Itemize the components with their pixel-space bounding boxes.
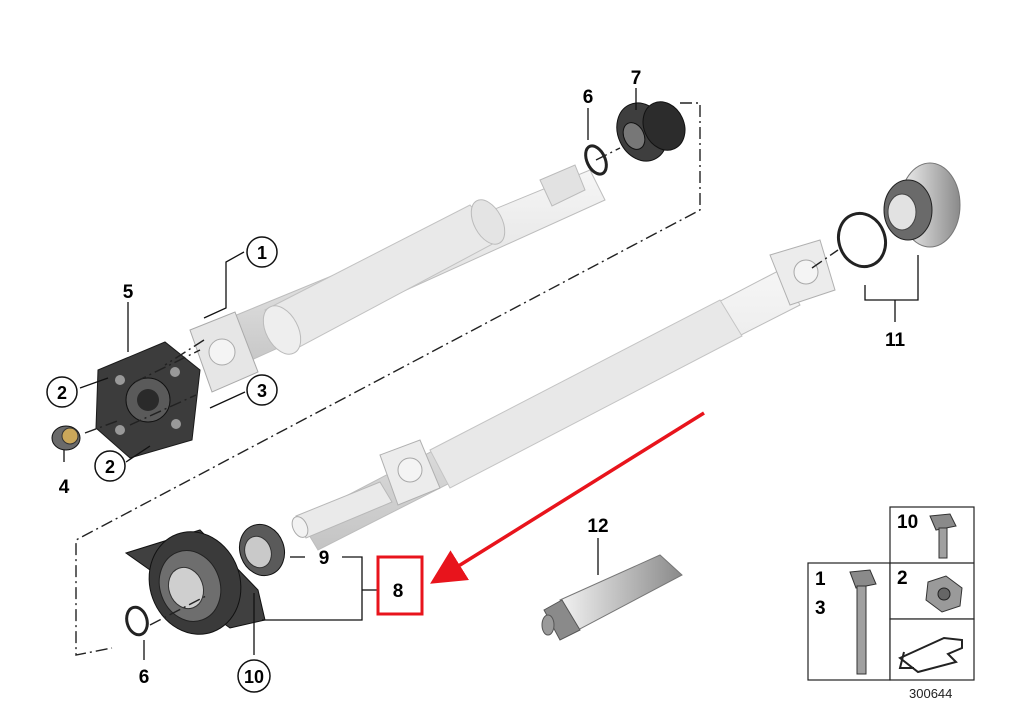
callout-10: 10	[237, 659, 271, 693]
direction-arrow-icon	[898, 636, 963, 674]
svg-text:2: 2	[57, 383, 67, 403]
nut-icon	[925, 575, 963, 613]
legend-table: 10 1 3 2 300644	[807, 506, 975, 701]
callout-12: 12	[587, 516, 608, 537]
needle-bearing	[238, 523, 286, 577]
legend-item-1: 1	[815, 569, 826, 590]
legend-item-2: 2	[897, 568, 908, 589]
callout-6-lower: 6	[139, 667, 150, 688]
reference-number: 300644	[909, 686, 952, 701]
callout-7: 7	[631, 68, 642, 89]
callout-11: 11	[885, 330, 906, 351]
o-ring	[836, 211, 888, 269]
callout-2-upper: 2	[46, 376, 78, 408]
leader-lines	[63, 88, 919, 660]
callout-6-upper: 6	[583, 87, 594, 108]
svg-text:2: 2	[105, 457, 115, 477]
svg-text:10: 10	[244, 667, 264, 687]
svg-text:1: 1	[257, 243, 267, 263]
assembly-lines	[75, 102, 839, 656]
front-driveshaft	[189, 164, 606, 393]
callout-1: 1	[246, 236, 278, 268]
grease-tube	[541, 554, 683, 641]
highlight-arrow	[430, 411, 705, 584]
callout-9: 9	[319, 548, 330, 569]
callout-8-highlight: 8	[376, 555, 424, 616]
callout-5: 5	[123, 282, 134, 303]
centering-bush	[51, 425, 81, 451]
flex-disc	[95, 341, 201, 459]
callout-8: 8	[393, 581, 404, 602]
legend-item-3: 3	[815, 598, 826, 619]
callout-2-lower: 2	[94, 450, 126, 482]
small-bolt-icon	[929, 513, 957, 559]
rear-driveshaft	[291, 239, 836, 551]
long-bolt-icon	[849, 569, 877, 675]
seal-ring-lower	[125, 605, 149, 637]
center-bearing	[124, 529, 266, 635]
svg-text:3: 3	[257, 381, 267, 401]
legend-item-10: 10	[897, 512, 918, 533]
callout-4: 4	[59, 477, 70, 498]
output-flange	[883, 162, 961, 248]
callout-3: 3	[246, 374, 278, 406]
rubber-boot	[616, 101, 686, 162]
